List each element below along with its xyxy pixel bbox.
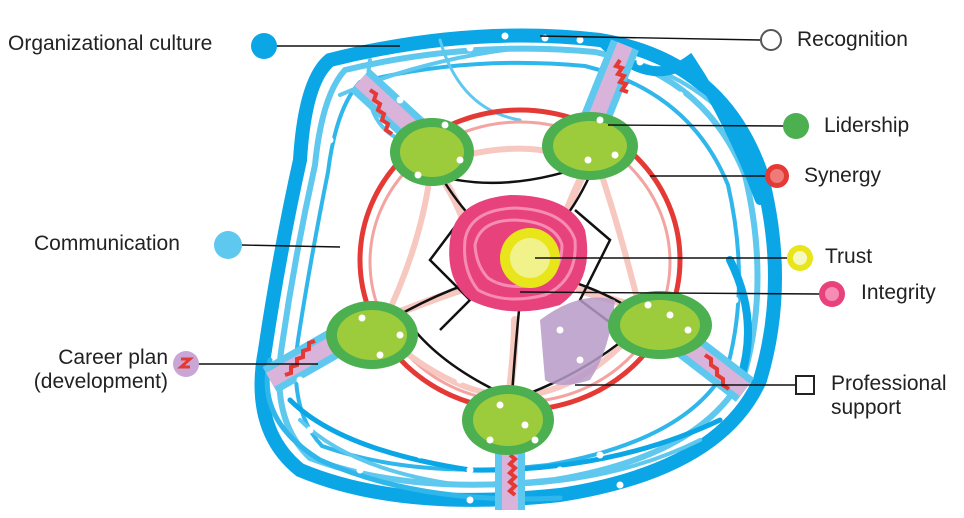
lidership-marker bbox=[783, 113, 809, 139]
label-trust: Trust bbox=[825, 245, 872, 269]
recognition-dot bbox=[532, 437, 539, 444]
label-career-plan-line2: (development) bbox=[8, 370, 168, 394]
label-career-plan-line1: Career plan bbox=[8, 346, 168, 370]
recognition-dot bbox=[645, 302, 652, 309]
recognition-dot bbox=[467, 497, 474, 504]
recognition-dot bbox=[397, 97, 404, 104]
recognition-dot bbox=[597, 452, 604, 459]
recognition-dot bbox=[657, 197, 664, 204]
leadership-node-right bbox=[608, 291, 712, 359]
recognition-dot bbox=[577, 357, 584, 364]
recognition-dot bbox=[577, 37, 584, 44]
recognition-dot bbox=[717, 337, 724, 344]
recognition-dot bbox=[467, 45, 474, 52]
recognition-dot bbox=[502, 33, 509, 40]
communication-marker bbox=[214, 231, 242, 259]
recognition-dot bbox=[357, 467, 364, 474]
recognition-marker bbox=[761, 30, 781, 50]
leadership-node-top-right bbox=[542, 112, 638, 180]
recognition-dot bbox=[647, 132, 654, 139]
trust-marker-inner bbox=[793, 251, 807, 265]
label-professional-support-line1: Professional bbox=[831, 372, 947, 396]
recognition-dot bbox=[697, 157, 704, 164]
recognition-dot bbox=[687, 187, 694, 194]
label-professional-support: Professional support bbox=[831, 372, 947, 420]
recognition-dot bbox=[717, 392, 724, 399]
recognition-dot bbox=[585, 157, 592, 164]
label-professional-support-line2: support bbox=[831, 396, 947, 420]
recognition-dot bbox=[522, 422, 529, 429]
recognition-dot bbox=[557, 327, 564, 334]
label-communication: Communication bbox=[34, 232, 180, 256]
label-synergy: Synergy bbox=[804, 164, 881, 188]
recognition-dot bbox=[427, 82, 434, 89]
label-organizational-culture: Organizational culture bbox=[8, 32, 212, 56]
recognition-dot bbox=[457, 377, 464, 384]
recognition-dot bbox=[647, 417, 654, 424]
recognition-dot bbox=[677, 92, 684, 99]
label-career-plan: Career plan (development) bbox=[8, 346, 168, 394]
recognition-dot bbox=[685, 327, 692, 334]
recognition-dot bbox=[307, 327, 314, 334]
recognition-dot bbox=[557, 467, 564, 474]
recognition-dot bbox=[427, 397, 434, 404]
organizational-culture-marker bbox=[251, 33, 277, 59]
integrity-marker-inner bbox=[825, 287, 839, 301]
recognition-dot bbox=[297, 377, 304, 384]
recognition-dot bbox=[359, 315, 366, 322]
synergy-marker-inner bbox=[770, 169, 784, 183]
recognition-dot bbox=[697, 377, 704, 384]
recognition-dot bbox=[732, 297, 739, 304]
recognition-dot bbox=[617, 482, 624, 489]
recognition-dot bbox=[357, 117, 364, 124]
label-lidership: Lidership bbox=[824, 114, 909, 138]
recognition-dot bbox=[317, 277, 324, 284]
label-recognition: Recognition bbox=[797, 28, 908, 52]
recognition-dot bbox=[377, 437, 384, 444]
recognition-dot bbox=[497, 402, 504, 409]
recognition-dot bbox=[417, 452, 424, 459]
recognition-dot bbox=[397, 332, 404, 339]
recognition-dot bbox=[342, 177, 349, 184]
recognition-dot bbox=[709, 207, 716, 214]
recognition-dot bbox=[612, 152, 619, 159]
recognition-dot bbox=[467, 467, 474, 474]
recognition-dot bbox=[327, 137, 334, 144]
recognition-dot bbox=[667, 312, 674, 319]
leadership-node-left bbox=[326, 301, 418, 369]
label-integrity: Integrity bbox=[861, 281, 936, 305]
recognition-dot bbox=[342, 262, 349, 269]
recognition-dot bbox=[723, 247, 730, 254]
recognition-dot bbox=[337, 407, 344, 414]
recognition-dot bbox=[332, 227, 339, 234]
recognition-dot bbox=[442, 122, 449, 129]
recognition-dot bbox=[637, 59, 644, 66]
recognition-dot bbox=[377, 272, 384, 279]
recognition-dot bbox=[457, 157, 464, 164]
recognition-dot bbox=[307, 427, 314, 434]
recognition-dot bbox=[652, 272, 659, 279]
recognition-dot bbox=[377, 352, 384, 359]
leadership-node-bottom bbox=[462, 385, 554, 455]
professional-support-band bbox=[540, 298, 615, 386]
recognition-dot bbox=[415, 172, 422, 179]
recognition-dot bbox=[487, 437, 494, 444]
recognition-dot bbox=[467, 72, 474, 79]
professional-support-marker bbox=[796, 376, 814, 394]
recognition-dot bbox=[597, 117, 604, 124]
recognition-dot bbox=[597, 397, 604, 404]
leadership-node-top-left bbox=[390, 118, 474, 186]
